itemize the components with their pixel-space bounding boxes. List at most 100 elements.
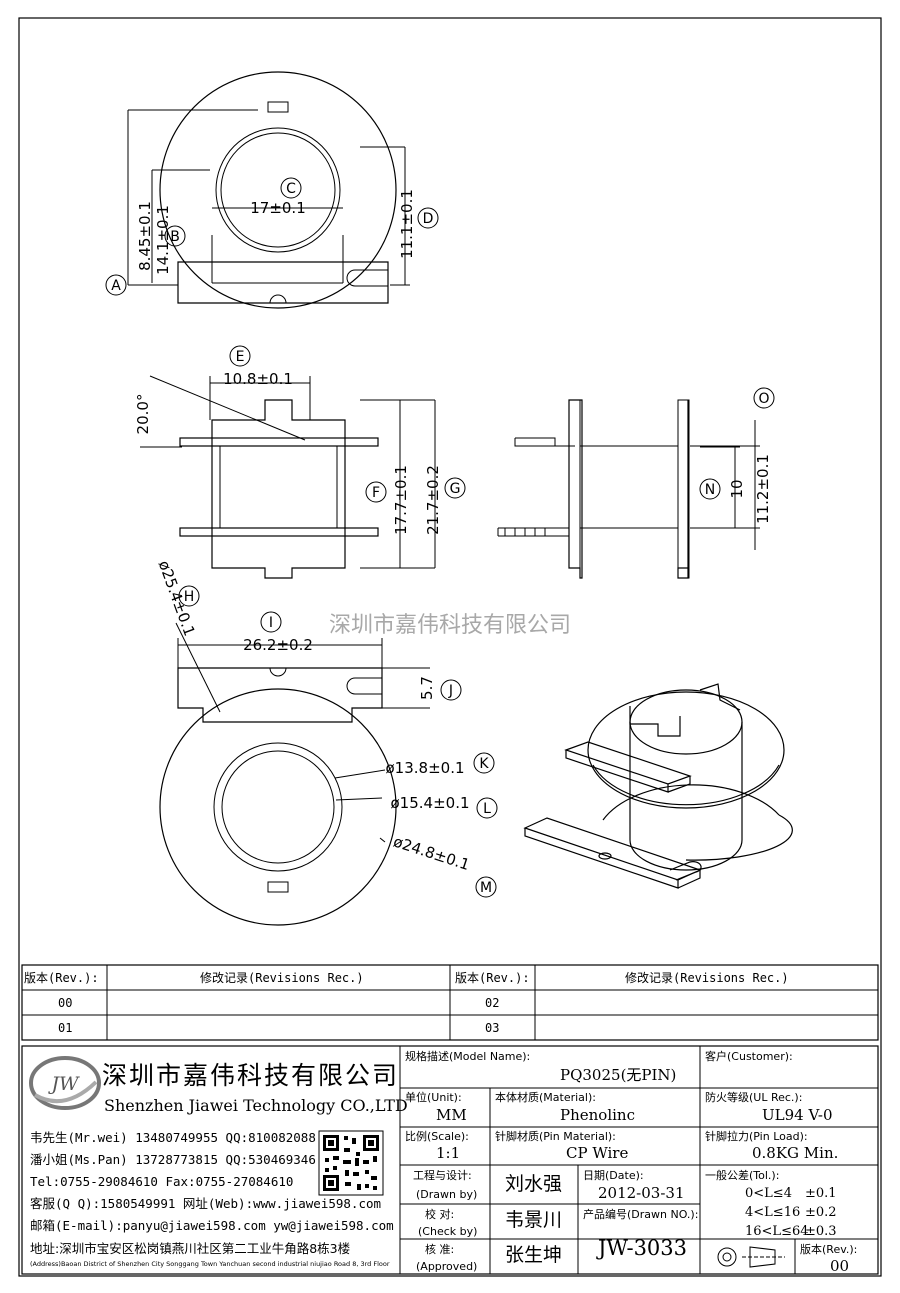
approved-value: 张生坤 — [505, 1244, 563, 1266]
callout-a: A — [111, 278, 121, 294]
callout-c: C — [286, 181, 296, 197]
contact-email: 邮箱(E-mail):panyu@jiawei598.com yw@jiawei… — [30, 1218, 394, 1233]
drawing-no-label: 产品编号(Drawn NO.): — [583, 1208, 699, 1221]
tol-range-1: 0<L≤4 — [745, 1186, 792, 1201]
drawn-label-en: (Drawn by) — [416, 1188, 478, 1201]
date-label: 日期(Date): — [583, 1169, 644, 1182]
pin-material-label: 针脚材质(Pin Material): — [495, 1130, 616, 1143]
scale-value: 1:1 — [436, 1144, 461, 1162]
bottom-view — [159, 622, 430, 926]
rev-row-03: 03 — [485, 1021, 500, 1035]
watermark: 深圳市嘉伟科技有限公司 — [329, 613, 571, 638]
dim-26-2: 26.2±0.2 — [243, 636, 313, 654]
tol-value-1: ±0.1 — [805, 1186, 837, 1201]
callout-g: G — [450, 481, 461, 497]
address-cn: 地址:深圳市宝安区松岗镇燕川社区第二工业牛角路8栋3楼 — [30, 1241, 351, 1256]
drawing-frame — [18, 17, 882, 1277]
rev-row-00: 00 — [58, 996, 73, 1010]
rev-header-left: 版本(Rev.): — [24, 971, 99, 985]
tol-range-2: 4<L≤16 — [745, 1205, 801, 1220]
ul-value: UL94 V-0 — [762, 1106, 833, 1124]
callout-o: O — [758, 391, 769, 407]
callout-f: F — [372, 485, 380, 501]
dim-14-1: 14.1±0.1 — [154, 205, 172, 275]
approved-label-en: (Approved) — [416, 1260, 478, 1273]
dim-10: 10 — [728, 479, 746, 498]
rev-rec-header-right: 修改记录(Revisions Rec.) — [625, 971, 789, 985]
revision-table — [21, 964, 879, 1041]
dim-21-7: 21.7±0.2 — [424, 465, 442, 535]
top-view — [127, 71, 410, 309]
dim-10-8: 10.8±0.1 — [223, 370, 293, 388]
contact-wei: 韦先生(Mr.wei) 13480749955 QQ:810082088 — [30, 1130, 316, 1145]
callout-circles-front — [229, 345, 466, 503]
ul-label: 防火等级(UL Rec.): — [705, 1091, 803, 1104]
dim-diam-13-8: ø13.8±0.1 — [386, 759, 465, 777]
scale-label: 比例(Scale): — [405, 1130, 469, 1143]
address-en: (Address)Baoan District of Shenzhen City… — [30, 1260, 390, 1268]
dim-11-1: 11.1±0.1 — [398, 189, 416, 259]
tol-value-3: ±0.3 — [805, 1224, 837, 1239]
check-label-en: (Check by) — [418, 1225, 478, 1238]
dim-diam-24-8: ø24.8±0.1 — [391, 832, 472, 874]
unit-value: MM — [436, 1106, 467, 1124]
drawn-value: 刘水强 — [505, 1173, 563, 1195]
callout-d: D — [423, 211, 434, 227]
title-block-grid — [21, 1045, 879, 1275]
pin-load-label: 针脚拉力(Pin Load): — [705, 1130, 808, 1143]
side-view — [497, 399, 760, 579]
model-value: PQ3025(无PIN) — [560, 1066, 677, 1084]
callout-l: L — [483, 801, 491, 817]
material-value: Phenolinc — [560, 1106, 635, 1124]
pin-material-value: CP Wire — [566, 1144, 629, 1162]
callout-b: B — [170, 229, 180, 245]
company-name-cn: 深圳市嘉伟科技有限公司 — [102, 1061, 400, 1090]
dim-11-2: 11.2±0.1 — [754, 454, 772, 524]
customer-label: 客户(Customer): — [705, 1050, 793, 1063]
drawn-label: 工程与设计: — [413, 1169, 472, 1182]
material-label: 本体材质(Material): — [495, 1091, 596, 1104]
date-value: 2012-03-31 — [598, 1184, 685, 1202]
rev-value: 00 — [830, 1257, 850, 1275]
contact-pan: 潘小姐(Ms.Pan) 13728773815 QQ:530469346 — [30, 1152, 316, 1167]
unit-label: 单位(Unit): — [405, 1091, 462, 1104]
dim-5-7: 5.7 — [418, 676, 436, 700]
model-label: 规格描述(Model Name): — [405, 1050, 531, 1063]
company-name-en: Shenzhen Jiawei Technology CO.,LTD — [104, 1096, 408, 1115]
callout-i: I — [269, 615, 273, 631]
tol-range-3: 16<L≤64 — [745, 1224, 809, 1239]
company-logo: JW — [29, 1056, 101, 1110]
dim-angle: 20.0° — [134, 394, 152, 435]
check-label: 校 对: — [425, 1208, 455, 1221]
rev-row-01: 01 — [58, 1021, 73, 1035]
dim-17: 17±0.1 — [250, 199, 306, 217]
dim-8-45: 8.45±0.1 — [136, 201, 154, 271]
logo-text: JW — [47, 1073, 80, 1095]
callout-k: K — [479, 756, 489, 772]
rev-header-right: 版本(Rev.): — [455, 971, 530, 985]
pin-load-value: 0.8KG Min. — [752, 1144, 839, 1162]
contact-qq-web: 客服(Q Q):1580549991 网址(Web):www.jiawei598… — [30, 1196, 382, 1211]
tol-value-2: ±0.2 — [805, 1205, 837, 1220]
contact-tel-fax: Tel:0755-29084610 Fax:0755-27084610 — [30, 1174, 294, 1189]
rev-rec-header-left: 修改记录(Revisions Rec.) — [200, 971, 364, 985]
rev-row-02: 02 — [485, 996, 500, 1010]
callout-h: H — [184, 589, 195, 605]
callout-circles-top — [105, 177, 439, 296]
callout-m: M — [480, 880, 492, 896]
approved-label: 核 准: — [425, 1243, 455, 1256]
isometric-view — [523, 683, 793, 889]
rev-label: 版本(Rev.): — [800, 1243, 858, 1256]
callout-circles-side — [699, 387, 775, 500]
callout-n: N — [705, 482, 715, 498]
callout-j: J — [448, 683, 453, 699]
qr-code — [318, 1130, 384, 1196]
callout-circles-bottom — [178, 585, 498, 898]
check-value: 韦景川 — [505, 1209, 563, 1231]
front-view — [140, 375, 436, 579]
dim-diam-15-4: ø15.4±0.1 — [391, 794, 470, 812]
tol-label: 一般公差(Tol.): — [705, 1169, 780, 1182]
drawing-no-value: JW-3033 — [598, 1236, 688, 1260]
dim-17-7: 17.7±0.1 — [392, 465, 410, 535]
